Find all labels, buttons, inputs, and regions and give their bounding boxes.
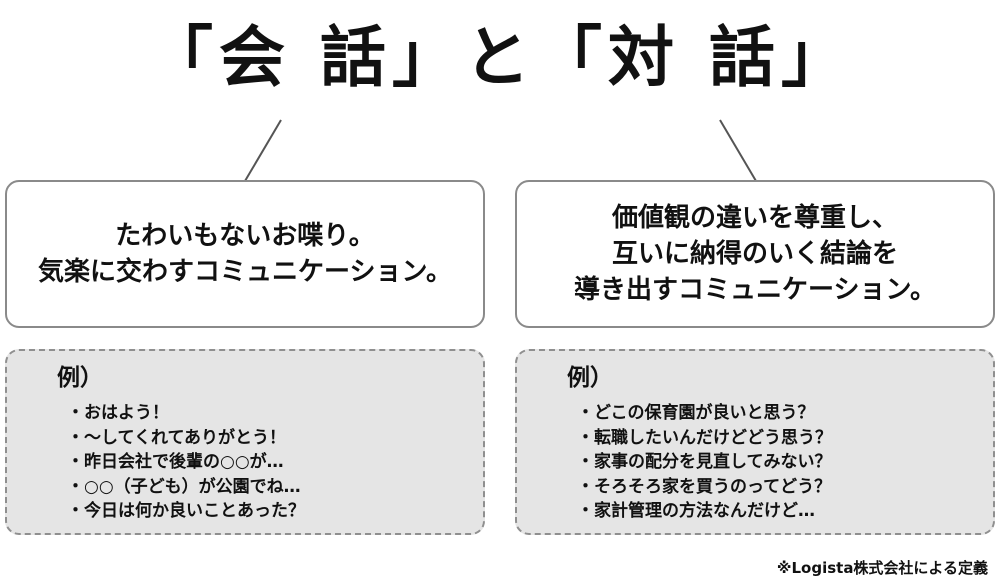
dialogue-definition-line: 互いに納得のいく結論を	[611, 239, 898, 269]
conversation-example-list: ・おはよう！ ・〜してくれてありがとう！ ・昨日会社で後輩の○○が… ・○○（子…	[67, 401, 305, 524]
conversation-examples-box: 例） ・おはよう！ ・〜してくれてありがとう！ ・昨日会社で後輩の○○が… ・○…	[5, 349, 485, 535]
dialogue-example-item: ・家計管理の方法なんだけど…	[577, 501, 815, 521]
conversation-example-item: ・おはよう！	[67, 403, 169, 423]
conversation-example-item: ・今日は何か良いことあった？	[67, 501, 305, 521]
conversation-definition-line: 気楽に交わすコミュニケーション。	[38, 257, 452, 287]
conversation-example-item: ・○○（子ども）が公園でね…	[67, 476, 301, 497]
page-title: 「会 話」と「対 話」	[147, 19, 853, 96]
conversation-example-item: ・〜してくれてありがとう！	[67, 427, 286, 448]
connector-line-dialogue	[719, 119, 757, 182]
conversation-example-item: ・昨日会社で後輩の○○が…	[67, 452, 284, 472]
definition-footnote: ※Logista株式会社による定義	[776, 559, 988, 577]
conversation-definition-line: たわいもないお喋り。	[115, 221, 375, 251]
conversation-definition-box: たわいもないお喋り。 気楽に交わすコミュニケーション。	[5, 180, 485, 328]
dialogue-definition-line: 導き出すコミュニケーション。	[574, 275, 936, 305]
dialogue-examples-box: 例） ・どこの保育園が良いと思う？ ・転職したいんだけどどう思う？ ・家事の配分…	[515, 349, 995, 535]
dialogue-example-item: ・転職したいんだけどどう思う？	[577, 427, 832, 448]
conversation-example-label: 例）	[57, 365, 103, 391]
dialogue-example-item: ・そろそろ家を買うのってどう？	[577, 476, 832, 497]
dialogue-definition-box: 価値観の違いを尊重し、 互いに納得のいく結論を 導き出すコミュニケーション。	[515, 180, 995, 328]
dialogue-example-item: ・どこの保育園が良いと思う？	[577, 403, 815, 423]
dialogue-definition-line: 価値観の違いを尊重し、	[611, 203, 898, 233]
dialogue-example-label: 例）	[567, 365, 613, 391]
dialogue-example-list: ・どこの保育園が良いと思う？ ・転職したいんだけどどう思う？ ・家事の配分を見直…	[577, 401, 832, 524]
dialogue-example-item: ・家事の配分を見直してみない？	[577, 452, 832, 472]
connector-line-conversation	[244, 119, 282, 182]
